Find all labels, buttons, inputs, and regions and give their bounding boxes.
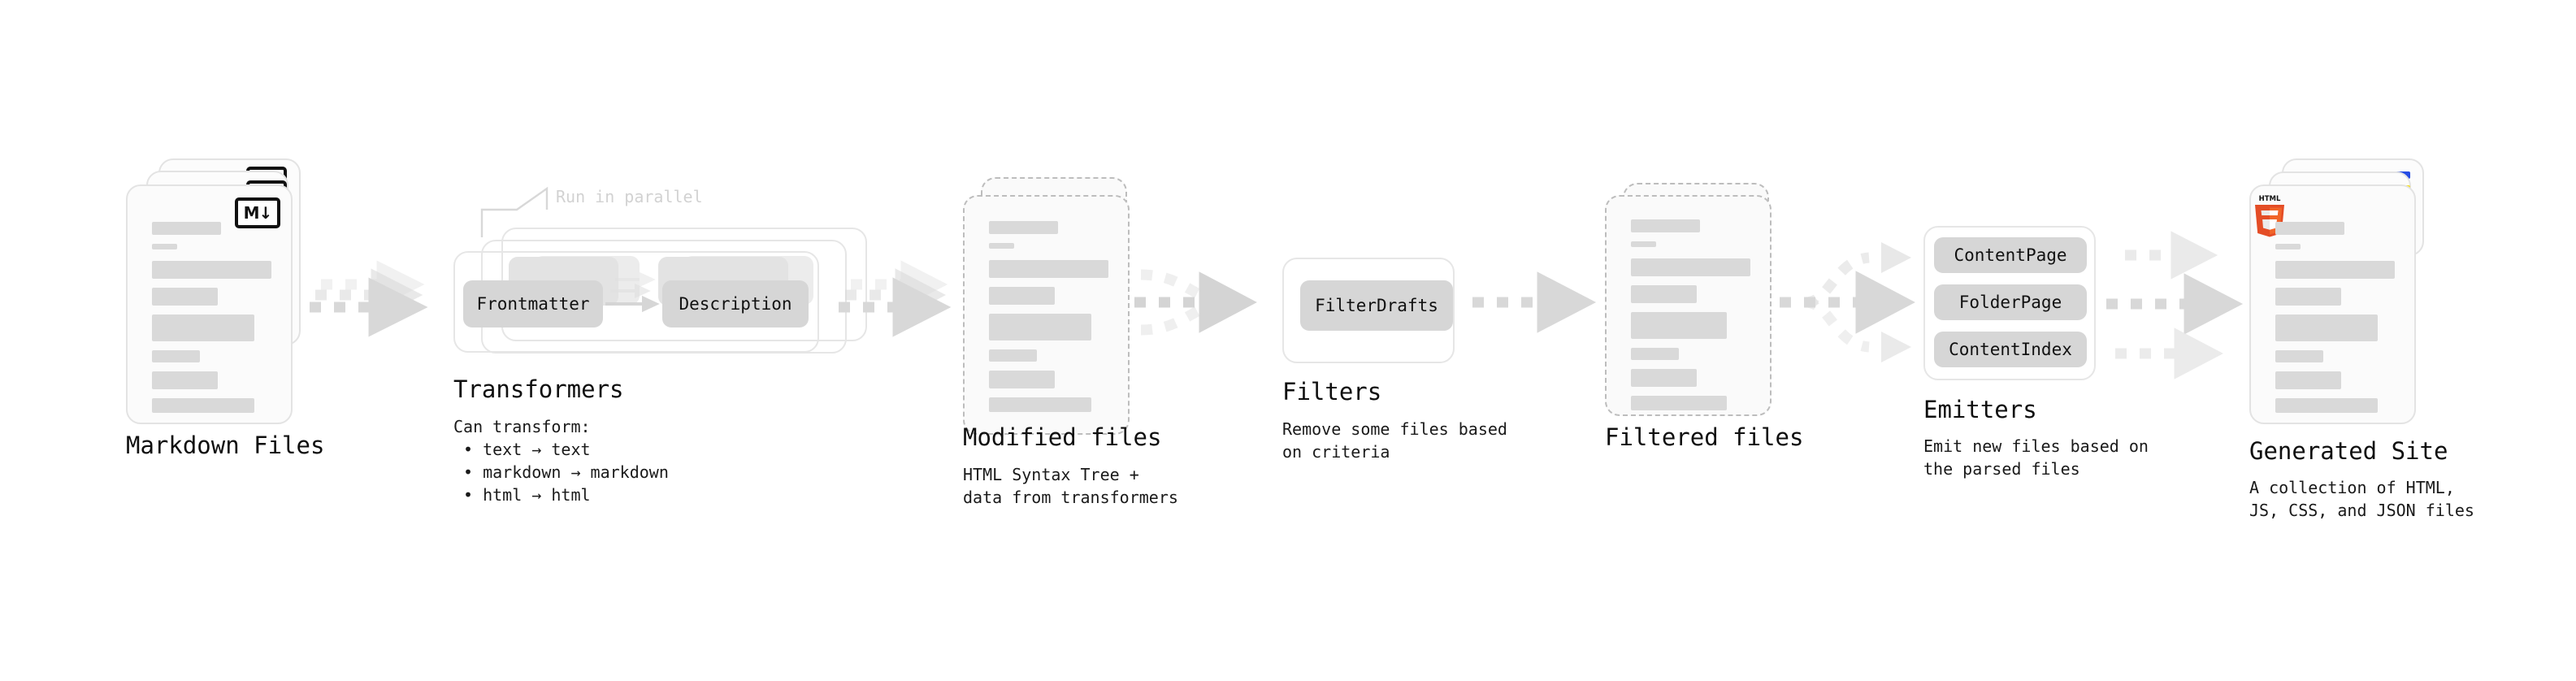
emitter-pill-contentpage[interactable]: ContentPage (1934, 237, 2087, 273)
filters-title: Filters (1282, 378, 1382, 406)
filtered-sheet-front (1605, 195, 1772, 416)
filter-pill-filterdrafts[interactable]: FilterDrafts (1300, 280, 1453, 331)
modified-content-lines (989, 221, 1108, 421)
modified-sheet-front (963, 195, 1130, 435)
markdown-sheet-front: M↓ (126, 184, 293, 424)
run-in-parallel-note: Run in parallel (556, 187, 703, 206)
site-content-lines (2275, 222, 2395, 422)
modified-files-stack (963, 177, 1150, 445)
transformers-title: Transformers (453, 375, 624, 403)
modified-files-subtitle: HTML Syntax Tree + data from transformer… (963, 465, 1178, 508)
filtered-content-lines (1631, 219, 1750, 419)
markdown-content-lines (152, 222, 271, 422)
html5-wordmark: HTML (2259, 195, 2281, 203)
transformer-pill-frontmatter[interactable]: Frontmatter (463, 280, 603, 327)
transformers-list-item-2: • html → html (463, 485, 591, 505)
filtered-files-title: Filtered files (1605, 423, 1804, 451)
emitter-pill-folderpage[interactable]: FolderPage (1934, 284, 2087, 320)
markdown-badge-front: M↓ (235, 197, 280, 228)
markdown-files-stack: M↓ M↓ M↓ (126, 158, 313, 427)
transformers-list-item-0: • text → text (463, 440, 591, 459)
generated-site-subtitle: A collection of HTML, JS, CSS, and JSON … (2249, 478, 2474, 521)
transformer-panel-front (453, 251, 819, 353)
emitters-subtitle: Emit new files based on the parsed files (1923, 436, 2149, 479)
emitters-title: Emitters (1923, 396, 2037, 423)
emitter-pill-contentindex[interactable]: ContentIndex (1934, 332, 2087, 367)
transformers-subtitle: Can transform: (453, 417, 591, 436)
filtered-files-stack (1605, 183, 1792, 451)
transformers-list-item-1: • markdown → markdown (463, 462, 669, 482)
html5-badge: HTML (2255, 195, 2284, 237)
transformer-pill-description[interactable]: Description (662, 280, 809, 327)
site-sheet-front: HTML (2249, 184, 2416, 424)
markdown-files-title: Markdown Files (126, 432, 325, 459)
generated-site-title: Generated Site (2249, 437, 2448, 465)
filters-subtitle: Remove some files based on criteria (1282, 419, 1507, 462)
generated-site-stack: HTML (2249, 158, 2444, 435)
modified-files-title: Modified files (963, 423, 1162, 451)
